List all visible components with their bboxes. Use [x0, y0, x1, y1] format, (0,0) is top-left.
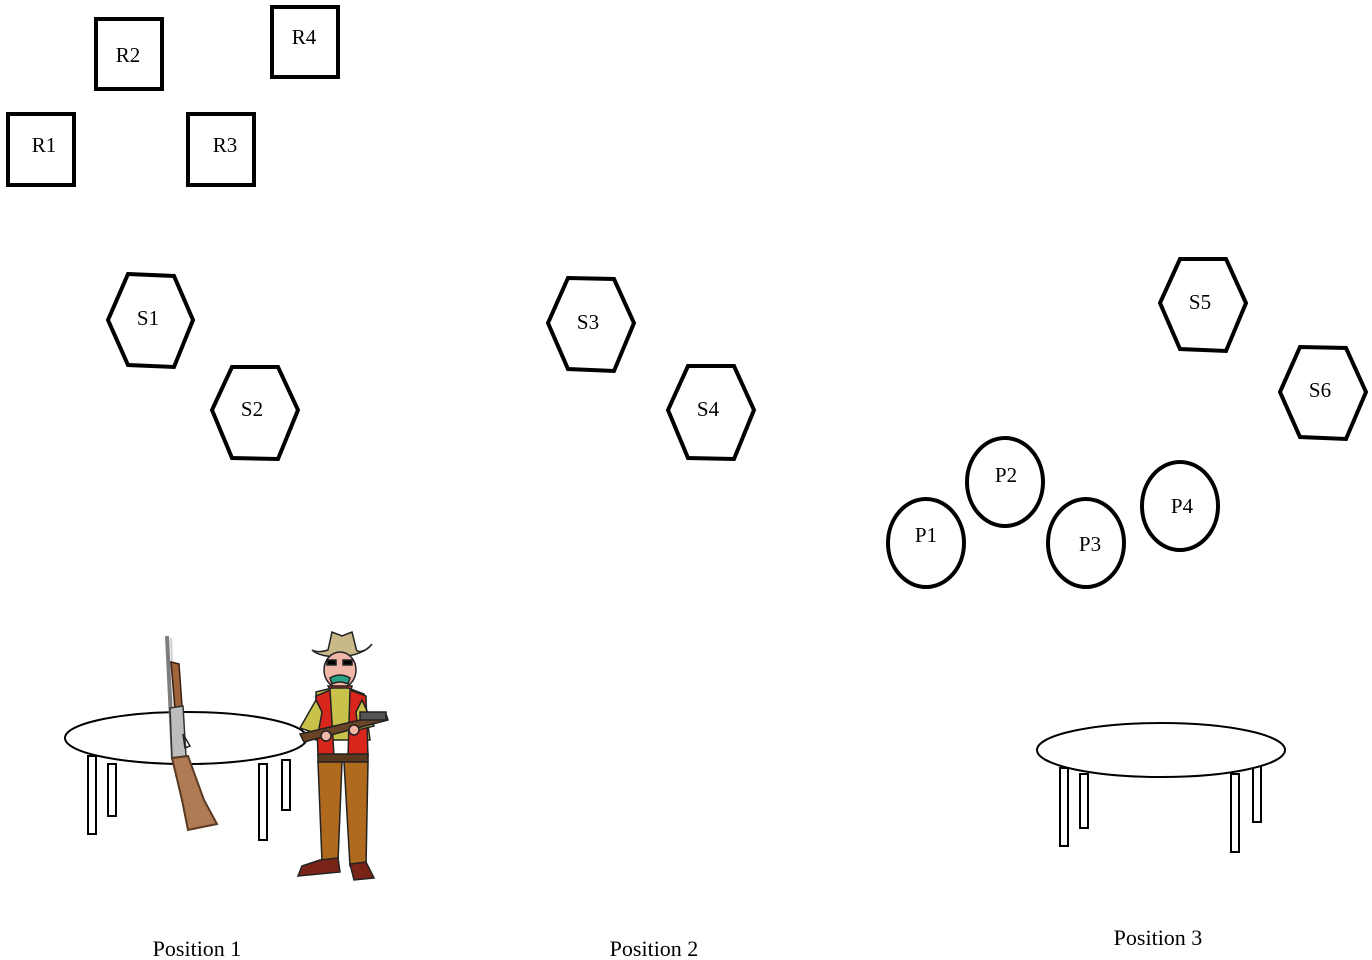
paper-target-p3: P3	[1048, 499, 1124, 587]
paper-target-label: P2	[995, 463, 1017, 487]
rect-target-label: R4	[292, 25, 317, 49]
steel-target-label: S5	[1189, 290, 1211, 314]
steel-target-s4: S4	[668, 366, 754, 459]
rect-target-r3: R3	[188, 114, 254, 185]
paper-target-p1: P1	[888, 499, 964, 587]
rect-target-label: R1	[32, 133, 57, 157]
paper-target-label: P1	[915, 523, 937, 547]
steel-target-s1: S1	[108, 274, 193, 367]
position-1-caption: Position 1	[153, 936, 242, 960]
rect-target-label: R2	[116, 43, 141, 67]
rect-target-r4: R4	[272, 7, 338, 77]
steel-target-s3: S3	[548, 278, 634, 371]
position-2-caption: Position 2	[610, 936, 699, 960]
steel-target-s5: S5	[1160, 259, 1246, 351]
rect-target-r1: R1	[8, 114, 74, 185]
paper-target-p2: P2	[967, 438, 1043, 526]
rect-target-label: R3	[213, 133, 238, 157]
paper-target-label: P4	[1171, 494, 1194, 518]
steel-target-label: S3	[577, 310, 599, 334]
paper-target-label: P3	[1079, 532, 1101, 556]
position-3-caption: Position 3	[1114, 925, 1203, 950]
steel-target-label: S6	[1309, 378, 1331, 402]
steel-target-s2: S2	[212, 367, 298, 459]
cowboy-shooter-icon	[298, 632, 388, 880]
steel-target-s6: S6	[1280, 347, 1366, 439]
paper-target-p4: P4	[1142, 462, 1218, 550]
steel-target-label: S4	[697, 397, 720, 421]
rect-target-r2: R2	[96, 19, 162, 89]
steel-target-label: S1	[137, 306, 159, 330]
steel-target-label: S2	[241, 397, 263, 421]
table-position-3	[1037, 723, 1285, 852]
